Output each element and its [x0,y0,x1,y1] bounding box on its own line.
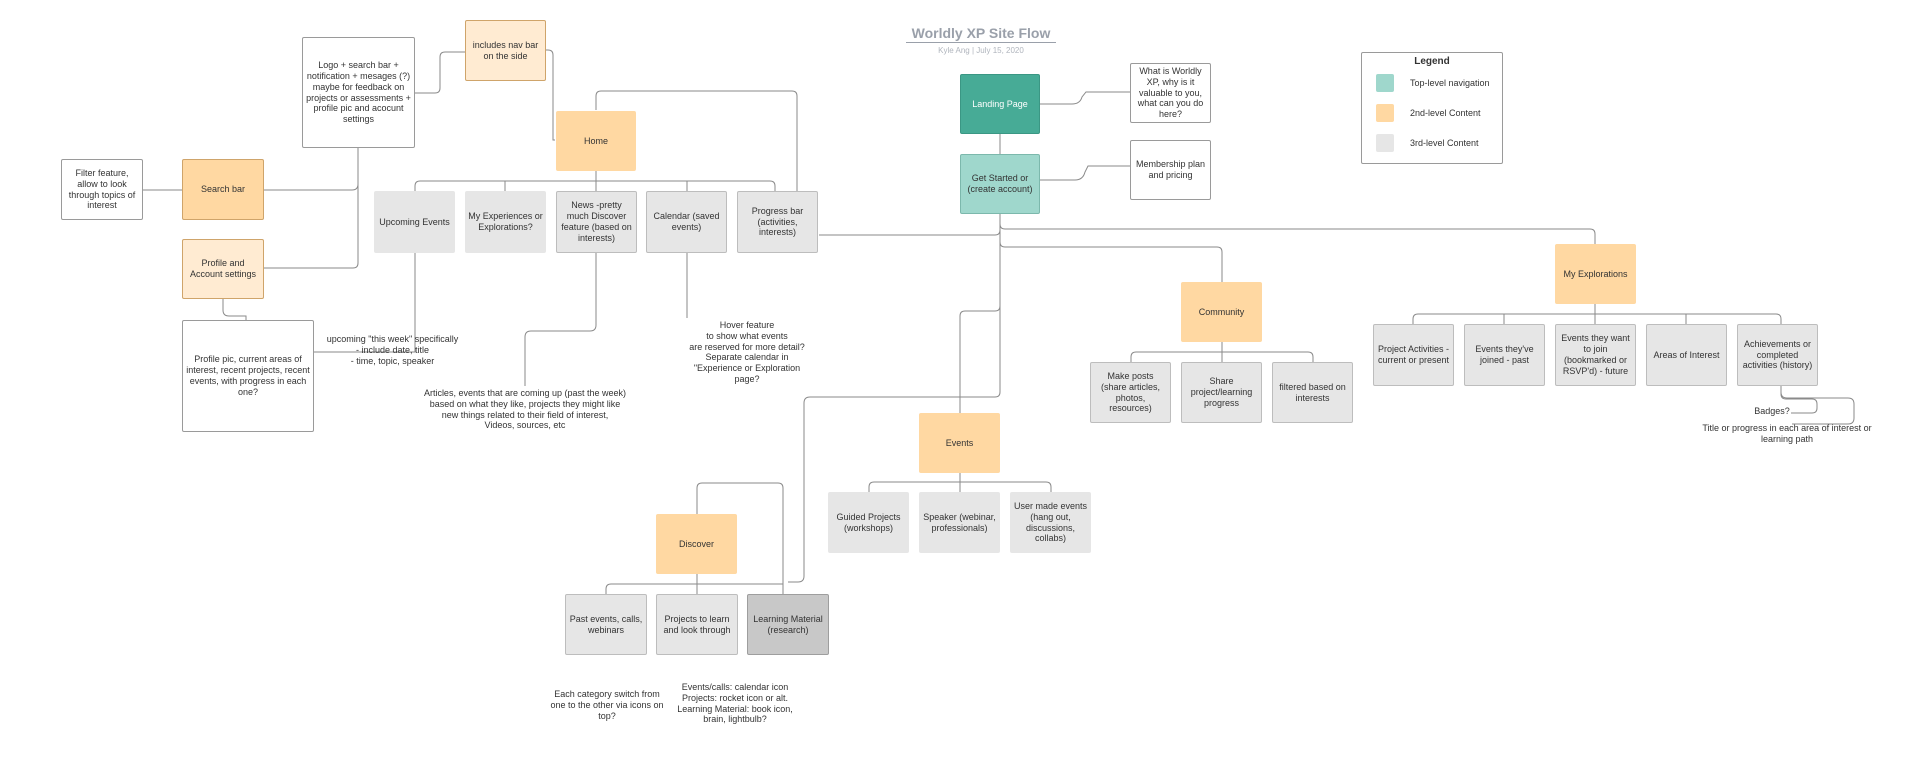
connector-discover-up [696,482,784,594]
connector-discover-children [605,574,783,594]
connector-profile-note [222,298,247,320]
legend-label-third-level: 3rd-level Content [1410,138,1479,148]
node-calendar: Calendar (saved events) [646,191,727,253]
legend-swatch-top-level [1376,74,1394,92]
node-nav-bar-note: includes nav bar on the side [465,20,546,81]
connector-getstarted-community [999,213,1223,282]
node-make-posts: Make posts (share articles, photos, reso… [1090,362,1171,423]
annotation-articles: Articles, events that are coming up (pas… [423,388,627,431]
connector-getstarted-events [959,213,1001,413]
connector-landing-note [1039,91,1130,105]
node-membership-note: Membership plan and pricing [1130,140,1211,200]
annotation-hover: Hover feature to show what events are re… [689,320,805,384]
node-guided-projects: Guided Projects (workshops) [828,492,909,553]
connector-explorations-children [1412,304,1782,324]
node-projects-learn: Projects to learn and look through [656,594,738,655]
node-achievements: Achievements or completed activities (hi… [1737,324,1818,386]
node-news: News -pretty much Discover feature (base… [556,191,637,253]
legend-label-top-level: Top-level navigation [1410,78,1490,88]
annotation-icons: Events/calls: calendar icon Projects: ro… [677,682,793,725]
connector-header-profile [264,148,359,269]
annotation-upcoming: upcoming "this week" specifically - incl… [326,334,459,366]
node-filter-note: Filter feature, allow to look through to… [61,159,143,220]
title-underline [906,42,1056,43]
node-header-note: Logo + search bar + notification + mesag… [302,37,415,148]
legend: Legend Top-level navigation 2nd-level Co… [1361,52,1503,164]
legend-swatch-third-level [1376,134,1394,152]
connector-getstarted-membership [1039,165,1130,181]
legend-label-second-level: 2nd-level Content [1410,108,1481,118]
node-events-want: Events they want to join (bookmarked or … [1555,324,1636,386]
node-profile-settings: Profile and Account settings [182,239,264,299]
node-user-events: User made events (hang out, discussions,… [1010,492,1091,553]
node-profile-note: Profile pic, current areas of interest, … [182,320,314,432]
node-areas-interest: Areas of Interest [1646,324,1727,386]
node-my-explorations: My Explorations [1555,244,1636,304]
connector-getstarted-explorations [999,213,1596,244]
node-past-events: Past events, calls, webinars [565,594,647,655]
connector-badges-stub [1780,386,1818,414]
connector-navnote-header [415,51,465,94]
connector-getstarted-discover [788,213,1001,583]
connector-home-children [414,171,776,191]
connector-search-header [264,183,359,191]
connector-achievements-badges [1780,386,1855,425]
node-landing-page: Landing Page [960,74,1040,134]
node-events: Events [919,413,1000,473]
node-search-bar: Search bar [182,159,264,220]
node-learning-material: Learning Material (research) [747,594,829,655]
node-my-experiences: My Experiences or Explorations? [465,191,546,253]
node-landing-note: What is Worldly XP, why is it valuable t… [1130,63,1211,123]
node-get-started: Get Started or (create account) [960,154,1040,214]
node-speaker: Speaker (webinar, professionals) [919,492,1000,553]
node-progress-bar: Progress bar (activities, interests) [737,191,818,253]
node-share-progress: Share project/learning progress [1181,362,1262,423]
connector-home-up [595,90,798,192]
connector-events-children [868,473,1052,492]
node-upcoming-events: Upcoming Events [374,191,455,253]
node-home: Home [556,111,636,171]
annotation-title-progress: Title or progress in each area of intere… [1702,423,1872,444]
diagram-title: Worldly XP Site Flow [911,25,1051,41]
connector-home-navnote [546,49,555,141]
legend-title: Legend [1414,56,1450,67]
connector-news-note [524,253,597,386]
connector-upcoming-note [270,253,416,353]
node-community: Community [1181,282,1262,342]
diagram-subtitle: Kyle Ang | July 15, 2020 [938,46,1024,55]
annotation-category-switch: Each category switch from one to the oth… [550,689,664,721]
node-project-activities: Project Activities - current or present [1373,324,1454,386]
annotation-badges: Badges? [1754,406,1790,416]
connector-community-children [1130,342,1314,362]
legend-swatch-second-level [1376,104,1394,122]
node-events-joined: Events they've joined - past [1464,324,1545,386]
node-discover: Discover [656,514,737,574]
node-filtered-interests: filtered based on interests [1272,362,1353,423]
connector-getstarted-progress [819,213,1001,236]
